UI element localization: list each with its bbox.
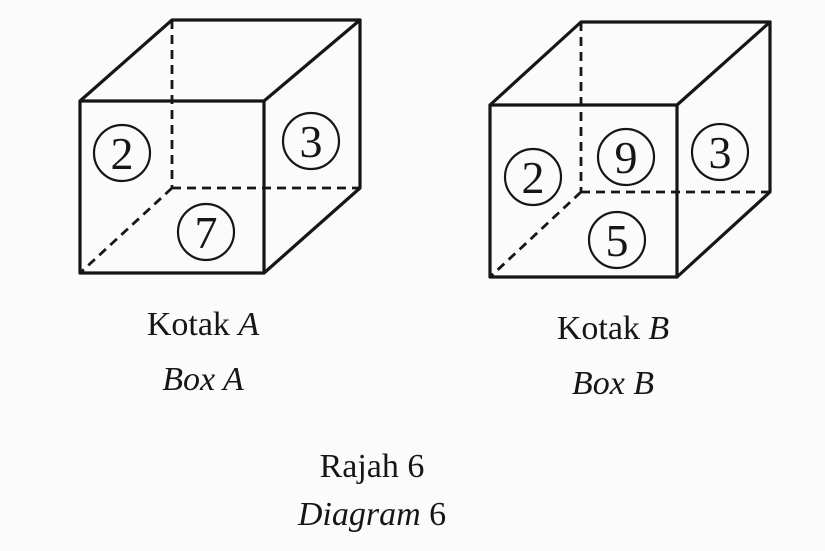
box-a-ball-7: 7 — [176, 202, 236, 262]
box-b-ball-9-number: 9 — [615, 132, 638, 183]
box-a-ball-2: 2 — [92, 123, 152, 183]
box-a-ball-3-number: 3 — [300, 116, 323, 167]
box-b-drawing: 2 9 3 5 — [488, 20, 772, 279]
box-a-ball-3: 3 — [281, 111, 341, 171]
figure-caption-english: Diagram 6 — [262, 495, 482, 535]
box-b-label-english-letter: B — [633, 365, 655, 402]
box-b-label-english-word: Box — [571, 365, 625, 402]
box-b-ball-2-number: 2 — [522, 152, 545, 203]
box-b-label-english: Box B — [506, 364, 720, 404]
figure-caption-malay: Rajah 6 — [319, 448, 425, 485]
box-a-label-english-letter: A — [222, 361, 244, 398]
box-a-label-english-word: Box — [162, 361, 216, 398]
box-a-label-malay: Kotak A — [96, 305, 310, 345]
box-b-ball-2: 2 — [503, 147, 563, 207]
box-b-ball-5: 5 — [587, 210, 647, 270]
box-a-ball-2-number: 2 — [111, 128, 134, 179]
box-b-label-malay: Kotak B — [506, 309, 720, 349]
box-b-visible-edges — [488, 20, 772, 279]
box-a-label-malay-letter: A — [238, 306, 260, 343]
box-a-ball-7-number: 7 — [195, 207, 218, 258]
figure-caption-english-word: Diagram — [297, 496, 421, 533]
box-a-label-malay-word: Kotak — [146, 306, 230, 343]
box-a-label-english: Box A — [96, 360, 310, 400]
box-a-visible-edges — [78, 18, 362, 275]
box-a-drawing: 2 3 7 — [78, 18, 362, 275]
box-b-label-malay-word: Kotak — [556, 310, 640, 347]
box-b-ball-3-number: 3 — [709, 127, 732, 178]
figure-caption-english-number: 6 — [429, 496, 447, 533]
box-a-hidden-edges — [79, 20, 360, 275]
box-b-ball-9: 9 — [596, 127, 656, 187]
box-b-ball-3: 3 — [690, 122, 750, 182]
box-b-ball-5-number: 5 — [606, 215, 629, 266]
box-b-label-malay-letter: B — [648, 310, 670, 347]
